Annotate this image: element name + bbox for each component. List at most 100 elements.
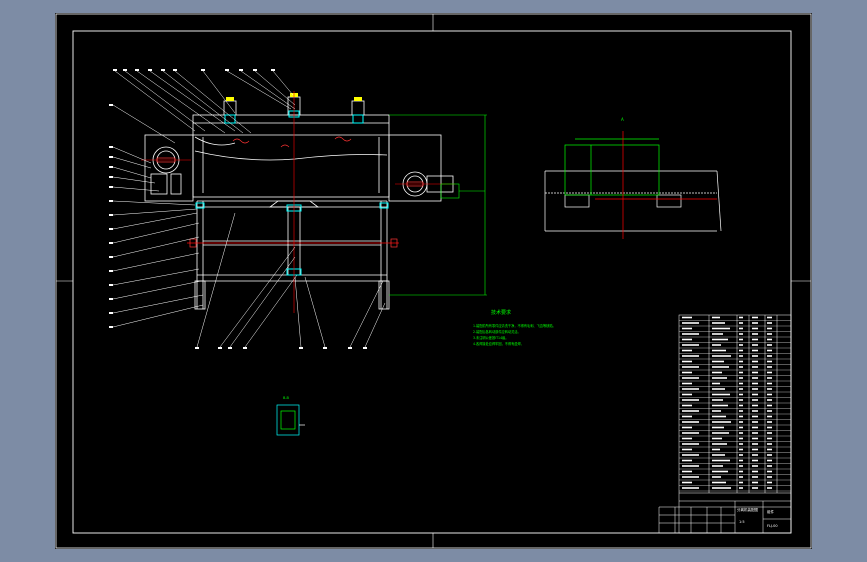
parts-list-entry-mark [712,382,720,385]
parts-list-entry-mark [739,481,743,484]
parts-list-entry-mark [739,355,743,357]
parts-list-entry-mark [739,327,743,330]
parts-list-entry-mark [752,327,758,330]
parts-list-entry-mark [752,459,758,462]
parts-list-entry-mark [682,476,699,478]
parts-list-entry-mark [739,366,743,368]
parts-list-entry-mark [712,481,726,484]
parts-list-entry-mark [712,410,721,412]
parts-list-entry-mark [752,344,758,346]
left-feed-box [144,134,194,202]
detail-view-label: B-B [283,396,290,400]
parts-list-entry-mark [739,360,743,363]
parts-list-entry-mark [752,448,758,451]
parts-list-entry-mark [752,399,758,401]
parts-list-entry-mark [752,371,758,374]
parts-list-entry-mark [767,388,772,390]
parts-list-entry-mark [752,382,758,385]
parts-list-entry-mark [767,404,772,407]
cad-viewport[interactable]: A B-B 技术要求 1.装配前所有零件应清洗干净，不得有毛刺、飞边等缺陷。 2… [55,13,812,549]
parts-list-entry-mark [767,399,772,401]
parts-list-entry-mark [682,344,699,346]
parts-list-entry-mark [752,415,758,418]
parts-list-entry-mark [739,349,743,352]
parts-list-entry-mark [682,465,699,467]
parts-list-rows [679,320,791,492]
parts-list-entry-mark [739,399,743,401]
parts-list-entry-mark [682,327,692,330]
tech-req-title: 技术要求 [491,309,511,316]
assembly-drawing: A B-B 技术要求 1.装配前所有零件应清洗干净，不得有毛刺、飞边等缺陷。 2… [55,13,812,549]
section-view: A [544,117,722,239]
parts-list-entry-mark [682,382,692,385]
title-block-scale: 1:5 [739,520,745,524]
parts-list-entry-mark [739,382,743,385]
parts-list-entry-mark [752,476,758,478]
parts-list-entry-mark [739,322,743,324]
parts-list-entry-mark [767,371,772,374]
tech-req-line-2: 2.装配后各转动部件应转动灵活。 [473,329,521,334]
parts-list-entry-mark [682,360,692,363]
parts-list-entry-mark [682,333,699,335]
parts-list-entry-mark [712,316,720,319]
parts-list-entry-mark [739,476,743,478]
parts-list-entry-mark [682,459,692,462]
parts-list-entry-mark [767,316,772,319]
parts-list-entry-mark [682,404,692,407]
parts-list-entry-mark [752,481,758,484]
parts-list-entry-mark [712,459,730,462]
parts-list-entry-mark [712,465,723,467]
parts-list-entry-mark [752,470,758,473]
parts-list-entry-mark [767,487,772,489]
parts-list-entry-mark [767,465,772,467]
parts-list-entry-mark [767,393,772,396]
parts-list-entry-mark [712,393,730,396]
dimension-lines [389,114,487,296]
parts-list-entry-mark [767,426,772,429]
parts-list-entry-mark [712,476,721,478]
parts-list-entry-mark [682,415,692,418]
parts-list-entry-mark [739,437,743,440]
title-block [658,492,791,533]
parts-list-entry-mark [767,360,772,363]
parts-list-entry-mark [682,443,699,445]
parts-list-entry-mark [767,410,772,412]
parts-list-entry-mark [752,393,758,396]
parts-list-entry-mark [739,338,743,341]
parts-list-entry-mark [739,393,743,396]
parts-list-entry-mark [767,459,772,462]
parts-list-entry-mark [767,443,772,445]
parts-list-entry-mark [712,366,729,368]
foot-left [194,280,206,310]
parts-list-entry-mark [752,360,758,363]
parts-list-entry-mark [752,338,758,341]
title-block-name: 分离机装配图 [737,507,758,512]
parts-list-entry-mark [682,349,692,352]
parts-list-entry-mark [767,470,772,473]
parts-list-entry-mark [752,432,758,434]
parts-list-entry-mark [739,454,743,456]
parts-list-entry-mark [752,388,758,390]
parts-list-entry-mark [712,349,726,352]
tech-req-line-4: 4.各焊接处应焊牢固，不得有虚焊。 [473,341,524,346]
parts-list-entry-mark [752,487,758,489]
parts-list-entry-mark [682,316,692,319]
parts-list-entry-mark [739,487,743,489]
parts-list-entry-mark [682,481,692,484]
part-balloons [109,69,367,349]
parts-list-entry-mark [712,333,723,335]
parts-list-entry-mark [712,388,725,390]
parts-list-entry-mark [752,316,758,319]
parts-list-entry-mark [739,459,743,462]
detail-view: B-B [276,396,305,436]
parts-list-entry-mark [739,415,743,418]
parts-list-entry-mark [752,377,758,379]
tech-req-line-3: 3.未注明公差按IT14级。 [473,335,508,340]
parts-list-entry-mark [682,448,692,451]
parts-list-entry-mark [767,415,772,418]
parts-list-entry-mark [767,377,772,379]
parts-list-entry-mark [682,322,699,324]
parts-list-entry-mark [752,410,758,412]
parts-list-entry-mark [712,355,731,357]
technical-requirements: 技术要求 1.装配前所有零件应清洗干净，不得有毛刺、飞边等缺陷。 2.装配后各转… [473,309,556,346]
